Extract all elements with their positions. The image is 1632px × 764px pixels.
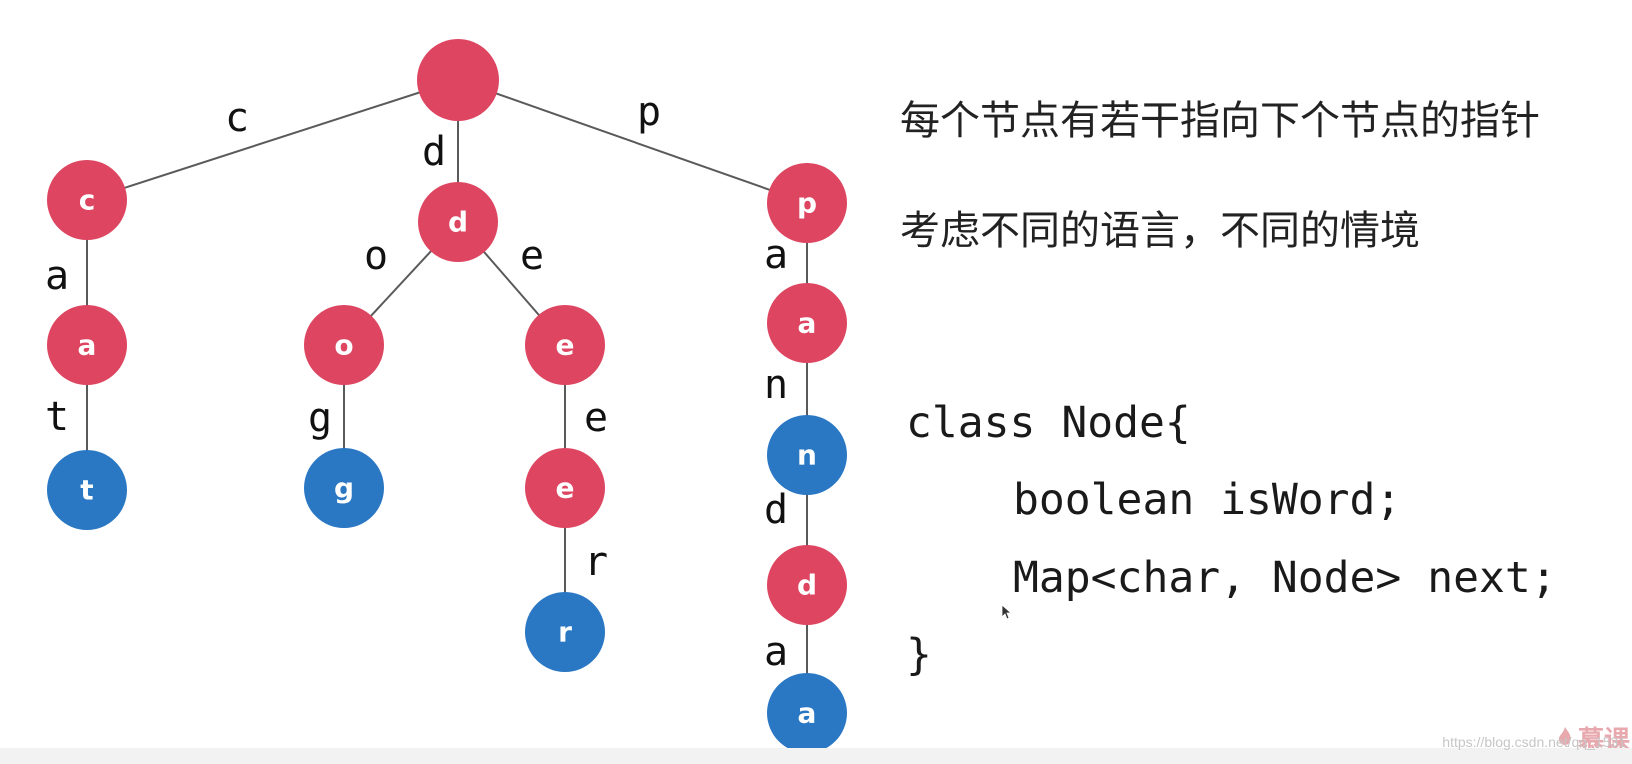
trie-node-circle-deer <box>525 592 605 672</box>
trie-node-ca: a <box>47 305 127 385</box>
trie-edge-label-d: d <box>422 129 446 175</box>
trie-node-label-panda: a <box>798 697 817 730</box>
trie-node-d: d <box>418 182 498 262</box>
trie-node-do: o <box>304 305 384 385</box>
code-line-class-declaration: class Node{ <box>906 398 1191 448</box>
trie-node-pa: a <box>767 283 847 363</box>
trie-node-circle-pa <box>767 283 847 363</box>
trie-node-label-pan: n <box>797 439 817 472</box>
trie-edge-label-pan: n <box>764 362 788 408</box>
trie-node-label-ca: a <box>78 329 97 362</box>
trie-node-label-do: o <box>334 329 353 362</box>
trie-node-de: e <box>525 305 605 385</box>
trie-node-circle-c <box>47 160 127 240</box>
description-line-languages: 考虑不同的语言，不同的情境 <box>900 208 1420 254</box>
trie-node-label-cat: t <box>80 474 93 507</box>
trie-node-circle-pand <box>767 545 847 625</box>
trie-edge-label-dog: g <box>308 395 332 441</box>
trie-edge-root-c <box>86 79 459 201</box>
trie-node-pand: d <box>767 545 847 625</box>
trie-edge-label-ca: a <box>45 253 69 299</box>
trie-edge-label-p: p <box>637 89 661 135</box>
trie-node-label-dee: e <box>556 472 575 505</box>
trie-node-label-pand: d <box>797 569 817 602</box>
trie-node-dee: e <box>525 448 605 528</box>
trie-node-p: p <box>767 163 847 243</box>
watermark-logo-text: 慕课 <box>1578 726 1631 748</box>
trie-edge-label-do: o <box>364 233 388 279</box>
trie-node-panda: a <box>767 673 847 748</box>
mouse-cursor-icon <box>1001 604 1013 620</box>
trie-node-circle-pan <box>767 415 847 495</box>
trie-edge-label-pand: d <box>764 487 788 533</box>
flame-icon <box>1559 727 1571 745</box>
code-line-isword-field: boolean isWord; <box>1013 475 1402 525</box>
bottom-strip <box>0 748 1632 764</box>
trie-node-label-d: d <box>448 206 468 239</box>
watermark-logo: 慕课 <box>1556 720 1632 748</box>
trie-edge-root-p <box>457 79 808 204</box>
trie-edge-label-de: e <box>520 233 544 279</box>
trie-edges <box>86 79 808 713</box>
trie-edge-label-pa: a <box>764 232 788 278</box>
trie-node-cat: t <box>47 450 127 530</box>
trie-node-circle-dog <box>304 448 384 528</box>
trie-node-pan: n <box>767 415 847 495</box>
trie-edge-label-dee: e <box>584 395 608 441</box>
trie-node-dog: g <box>304 448 384 528</box>
trie-node-circle-panda <box>767 673 847 748</box>
trie-node-circle-dee <box>525 448 605 528</box>
trie-node-label-p: p <box>797 187 817 220</box>
trie-node-label-pa: a <box>798 307 817 340</box>
trie-node-root <box>417 39 499 121</box>
trie-node-circle-d <box>418 182 498 262</box>
trie-edge-label-panda: a <box>764 629 788 675</box>
trie-node-deer: r <box>525 592 605 672</box>
trie-node-circle-root <box>417 39 499 121</box>
trie-node-circle-cat <box>47 450 127 530</box>
watermark-url: https://blog.csdn.net/qq_1531 <box>1442 734 1626 750</box>
trie-node-label-c: c <box>79 184 96 217</box>
trie-edge-label-cat: t <box>45 394 69 440</box>
code-line-closing-brace: } <box>906 630 932 680</box>
trie-edge-label-c: c <box>225 95 249 141</box>
trie-node-c: c <box>47 160 127 240</box>
trie-node-label-deer: r <box>558 616 572 649</box>
trie-node-circle-do <box>304 305 384 385</box>
code-line-next-field: Map<char, Node> next; <box>1013 553 1557 603</box>
trie-node-circle-p <box>767 163 847 243</box>
trie-node-label-dog: g <box>334 472 354 505</box>
trie-node-label-de: e <box>556 329 575 362</box>
trie-edge-label-deer: r <box>584 539 608 585</box>
trie-node-circle-de <box>525 305 605 385</box>
description-line-pointers: 每个节点有若干指向下个节点的指针 <box>900 98 1540 144</box>
trie-node-circle-ca <box>47 305 127 385</box>
